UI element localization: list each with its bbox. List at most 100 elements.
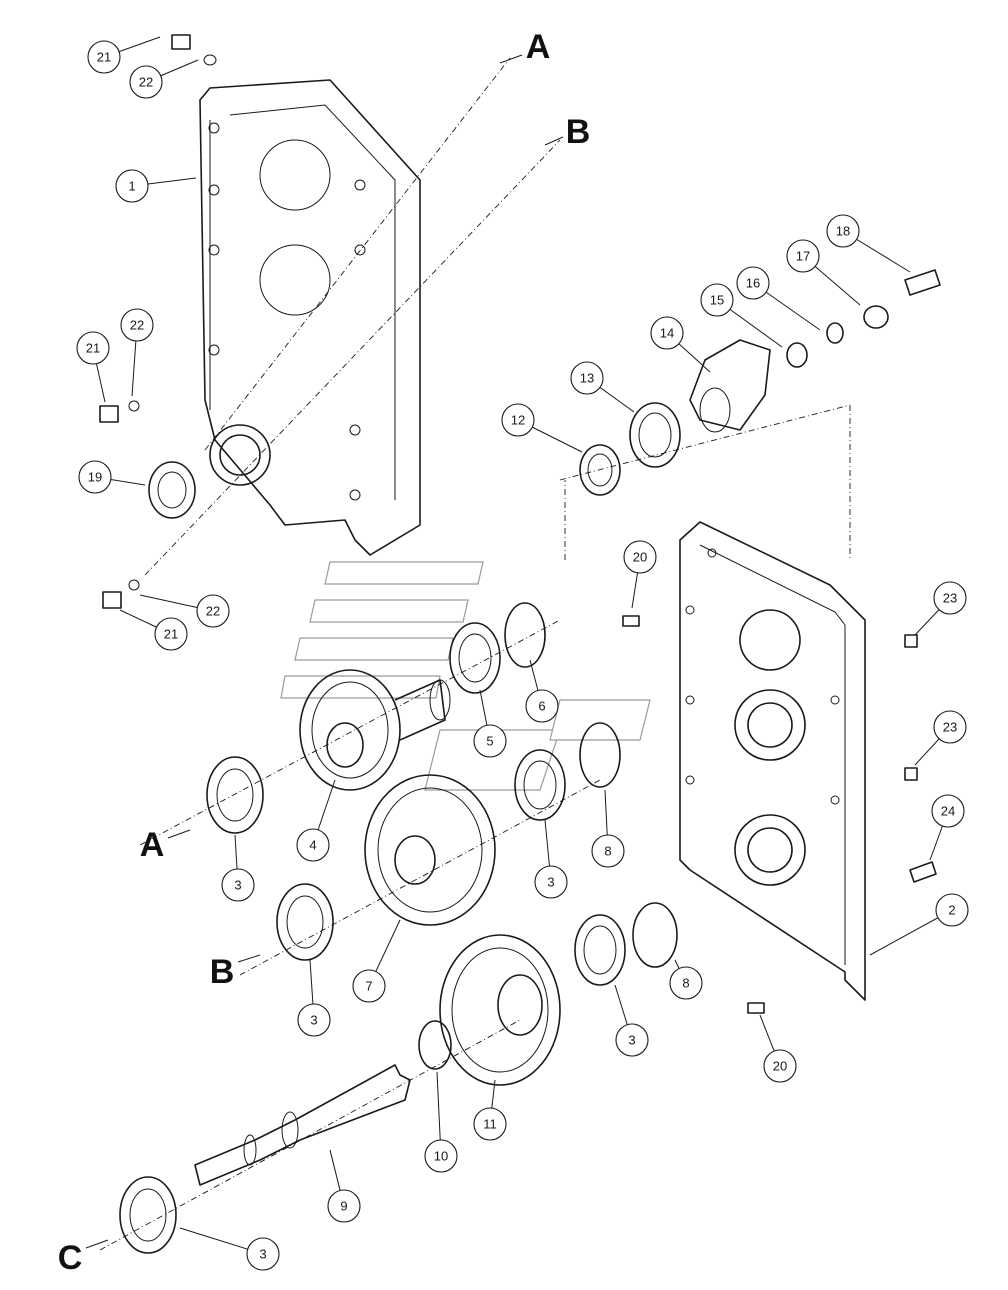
callout-number: 6 (538, 699, 545, 714)
intermediate-gear (364, 774, 496, 926)
callout-circle (534, 865, 568, 899)
callout-number: 1 (128, 179, 135, 194)
part-callout: 23 (914, 581, 967, 636)
callout-number: 15 (710, 293, 724, 308)
ref-letter-b-side: B (210, 953, 235, 991)
part-callout: 19 (78, 460, 146, 494)
callout-circle (296, 828, 330, 862)
part-callout: 3 (179, 1227, 280, 1271)
part-callout: 3 (297, 959, 331, 1037)
part-callout: 21 (76, 331, 110, 403)
callout-number: 13 (580, 371, 594, 386)
callout-circle (154, 617, 188, 651)
part-callout: 2 (869, 893, 969, 956)
watermark-logo (280, 561, 651, 791)
callout-number: 14 (660, 326, 674, 341)
callout-circle (669, 966, 703, 1000)
callout-number: 7 (365, 979, 372, 994)
axis-lines (99, 57, 851, 1251)
ref-letter-a-top: A (526, 28, 551, 66)
callout-number: 24 (941, 804, 955, 819)
callout-number: 17 (796, 249, 810, 264)
part-callout: 14 (650, 316, 711, 373)
callout-circle (736, 266, 770, 300)
callout-circle (700, 283, 734, 317)
callout-circle (615, 1023, 649, 1057)
callout-number: 21 (164, 627, 178, 642)
callout-circle (933, 581, 967, 615)
part-callout: 17 (786, 239, 861, 306)
bearings-and-seals (119, 305, 889, 1254)
callout-number: 20 (633, 550, 647, 565)
callout-circle (931, 794, 965, 828)
part-callout: 6 (525, 659, 559, 723)
callout-number: 3 (628, 1033, 635, 1048)
callout-circle (650, 316, 684, 350)
callout-circle (87, 40, 121, 74)
callout-circle (525, 689, 559, 723)
callout-number: 23 (943, 591, 957, 606)
ref-letter-c-side: C (58, 1239, 83, 1277)
callout-circle (327, 1189, 361, 1223)
part-callout: 15 (700, 283, 783, 348)
part-callout: 7 (352, 919, 401, 1003)
part-callout: 18 (826, 214, 911, 273)
callout-number: 22 (139, 75, 153, 90)
part-callout: 23 (914, 710, 967, 766)
ref-letter-b-top: B (566, 113, 591, 151)
part-callout: 22 (139, 594, 230, 628)
callout-number: 10 (434, 1149, 448, 1164)
callout-number: 3 (310, 1013, 317, 1028)
callout-circle (763, 1049, 797, 1083)
callout-number: 8 (682, 976, 689, 991)
output-gear (439, 934, 561, 1086)
callout-number: 19 (88, 470, 102, 485)
callout-number: 22 (206, 604, 220, 619)
callout-circle (935, 893, 969, 927)
callout-circle (221, 868, 255, 902)
callout-circle (473, 1107, 507, 1141)
callout-number: 4 (309, 838, 316, 853)
part-callout: 20 (759, 1014, 797, 1083)
gear-housing (199, 79, 421, 556)
part-callout: 12 (501, 403, 583, 453)
part-callout: 21 (119, 609, 188, 651)
part-callout: 20 (623, 540, 657, 609)
part-callout: 1 (115, 169, 197, 203)
callout-number: 2 (948, 903, 955, 918)
callout-circle (246, 1237, 280, 1271)
callout-circle (297, 1003, 331, 1037)
part-callout: 22 (129, 59, 199, 99)
callout-number: 18 (836, 224, 850, 239)
callout-number: 20 (773, 1059, 787, 1074)
callout-number: 21 (97, 50, 111, 65)
part-callout: 8 (669, 959, 703, 1000)
callout-number: 5 (486, 734, 493, 749)
part-callouts: 2122118171615142221131219202221236523244… (76, 36, 969, 1271)
part-callout: 4 (296, 779, 336, 862)
part-callout: 10 (424, 1071, 458, 1173)
callout-number: 12 (511, 413, 525, 428)
callout-circle (570, 361, 604, 395)
part-callout: 3 (221, 834, 255, 902)
part-callout: 13 (570, 361, 635, 413)
cover-plate (679, 521, 866, 1001)
callout-circle (196, 594, 230, 628)
callout-circle (826, 214, 860, 248)
callout-number: 3 (259, 1247, 266, 1262)
callout-number: 9 (340, 1199, 347, 1214)
callout-circle (76, 331, 110, 365)
part-callout: 5 (473, 689, 507, 758)
callout-number: 16 (746, 276, 760, 291)
output-shaft (194, 1064, 411, 1186)
input-gear-shaft (299, 669, 451, 791)
callout-circle (623, 540, 657, 574)
part-callout: 8 (591, 789, 625, 868)
ref-letter-a-side: A (140, 826, 165, 864)
part-callout: 24 (929, 794, 965, 861)
callout-circle (129, 65, 163, 99)
part-callout: 3 (614, 984, 649, 1057)
part-callout: 11 (473, 1079, 507, 1141)
part-callout: 3 (534, 819, 568, 899)
callout-circle (786, 239, 820, 273)
